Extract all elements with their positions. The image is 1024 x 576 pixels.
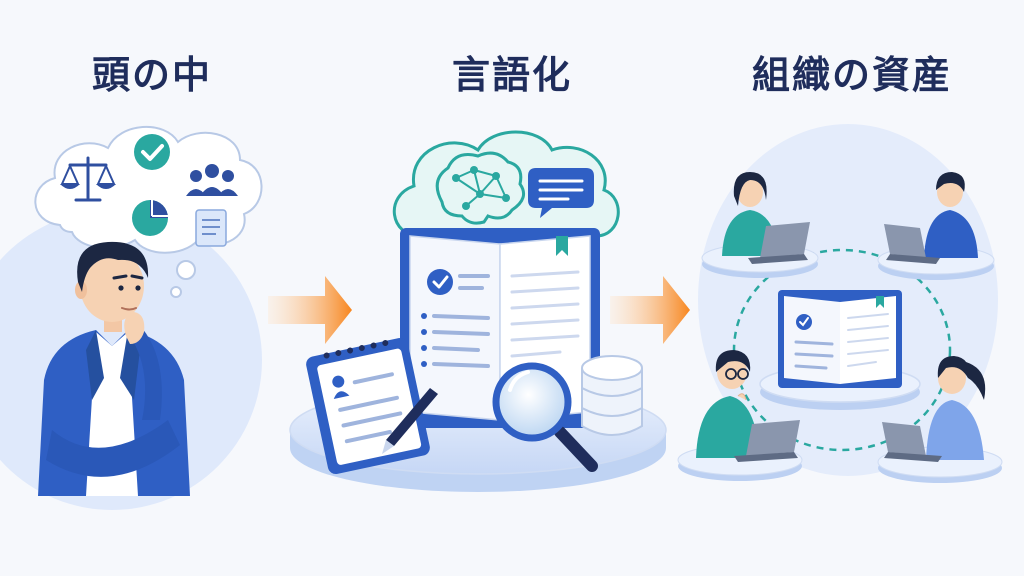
person-top-left — [701, 172, 819, 278]
network-center-book — [759, 290, 921, 410]
scale-icon — [60, 156, 116, 202]
laptop-icon — [734, 420, 800, 462]
left-stage — [0, 126, 263, 510]
notepad-icon — [306, 337, 430, 475]
pie-chart-icon — [132, 198, 170, 236]
arrow-center-to-right — [610, 276, 690, 344]
person-top-right — [877, 172, 995, 280]
laptop-icon — [882, 422, 942, 462]
document-icon — [195, 209, 227, 247]
chat-bubble-icon — [528, 168, 594, 218]
laptop-icon — [748, 222, 810, 264]
check-icon — [134, 134, 170, 170]
person-bottom-right — [877, 356, 1003, 483]
thinking-person — [38, 241, 190, 496]
pen-icon — [382, 388, 438, 454]
database-icon — [581, 355, 643, 436]
right-stage — [677, 124, 1003, 483]
center-cloud — [392, 130, 620, 238]
users-icon — [186, 164, 238, 196]
stage-title-center: 言語化 — [451, 53, 572, 97]
stage-title-left: 頭の中 — [91, 53, 212, 97]
laptop-icon — [884, 224, 940, 264]
arrow-left-to-center — [268, 276, 352, 344]
brain-network-icon — [435, 151, 526, 225]
person-bottom-left — [677, 350, 803, 481]
center-stage — [289, 130, 667, 492]
magnifier-icon — [492, 362, 598, 472]
stage-title-right: 組織の資産 — [751, 53, 952, 97]
